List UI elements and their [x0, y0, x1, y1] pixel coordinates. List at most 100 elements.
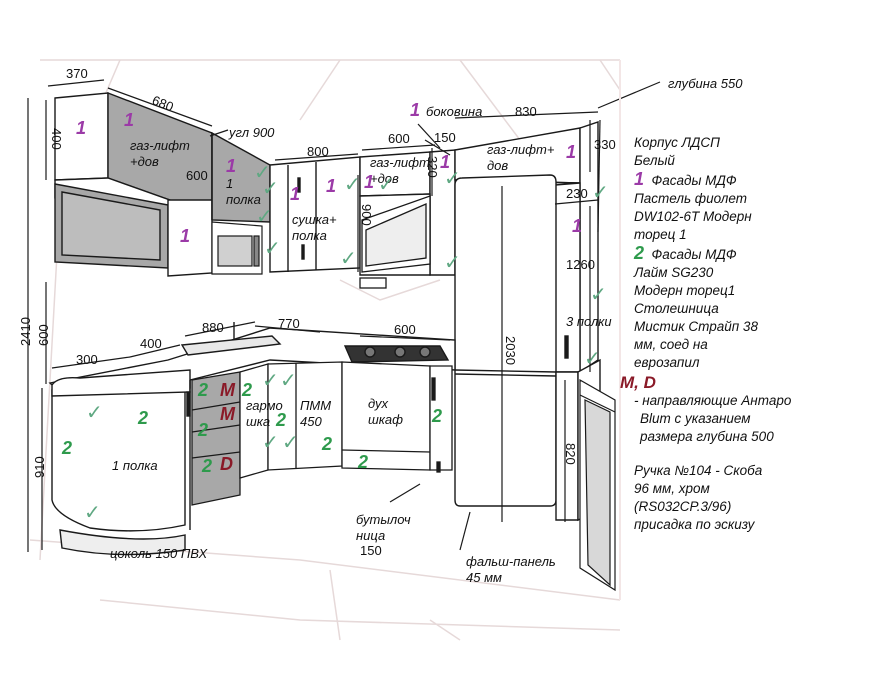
- legend-facade2-num: 2: [634, 243, 645, 263]
- label-corner: угл 900: [229, 125, 275, 140]
- legend-md-line: размера глубина 500: [640, 429, 774, 444]
- check-icon: ✓: [264, 236, 281, 260]
- mark-2: 2: [62, 438, 73, 458]
- mark-1: 1: [572, 216, 583, 236]
- dim-600-hob: 600: [394, 322, 416, 337]
- check-icon: ✓: [592, 180, 609, 204]
- legend-handle-line: присадка по эскизу: [634, 517, 755, 532]
- mark-2: 2: [322, 434, 333, 454]
- wall-right: [579, 378, 616, 592]
- dim-770: 770: [278, 316, 300, 331]
- dim-400-base: 400: [140, 336, 162, 351]
- dim-230: 230: [566, 186, 588, 201]
- check-icon: ✓: [444, 166, 461, 190]
- mark-2: 2: [432, 406, 443, 426]
- legend-facade1-line: DW102-6T Модерн: [634, 209, 752, 224]
- dim-150-bottle: 150: [360, 543, 382, 558]
- mark-2: 2: [276, 410, 287, 430]
- legend-facade1-num: 1: [634, 169, 645, 189]
- drawer-column: [191, 363, 269, 506]
- label-dryer: сушка+ полка: [292, 212, 337, 244]
- mark-m: M: [220, 404, 235, 424]
- dim-2030: 2030: [503, 336, 518, 365]
- legend-handle: Ручка №104 - Скоба 96 мм, хром (RS032CP.…: [634, 462, 874, 534]
- dim-400-top: 400: [49, 128, 64, 150]
- legend-counter-line: еврозапил: [634, 355, 700, 370]
- mark-2: 2: [198, 420, 209, 440]
- mark-1: 1: [566, 142, 577, 162]
- legend-body-line: Корпус ЛДСП: [634, 135, 720, 150]
- legend-handle-line: 96 мм, хром: [634, 481, 710, 496]
- base-center-cabinets: [267, 361, 453, 473]
- legend-facade1-title: 1 Фасады МДФ: [634, 170, 874, 190]
- legend-facade2-line: Фасады МДФ: [651, 247, 737, 262]
- fridge: [454, 174, 569, 507]
- dim-1260: 1260: [566, 257, 595, 272]
- range-hood: [359, 195, 431, 289]
- mark-1: 1: [364, 172, 375, 192]
- check-icon: ✓: [280, 368, 297, 392]
- label-plinth: цоколь 150 ПВХ: [110, 546, 208, 561]
- microwave: [211, 221, 263, 275]
- mark-2: 2: [358, 452, 369, 472]
- dim-600-mid: 600: [388, 131, 410, 146]
- legend-handle-line: Ручка №104 - Скоба: [634, 463, 763, 478]
- legend-handle-line: (RS032CP.3/96): [634, 499, 732, 514]
- dim-900: 900: [359, 204, 374, 226]
- label-side-panel: боковина: [426, 104, 483, 119]
- legend-md-title: M, D: [620, 373, 656, 392]
- dim-800: 800: [307, 144, 329, 159]
- dim-2410: 2410: [18, 317, 33, 346]
- mark-1: 1: [124, 110, 135, 130]
- dim-330: 330: [594, 137, 616, 152]
- label-oven: дух шкаф: [368, 396, 404, 428]
- mark-d: D: [220, 454, 233, 474]
- check-icon: ✓: [378, 172, 395, 196]
- check-icon: ✓: [86, 400, 103, 424]
- mark-1: 1: [290, 184, 301, 204]
- check-icon: ✓: [262, 430, 279, 454]
- check-icon: ✓: [262, 176, 279, 200]
- label-one-shelf-base: 1 полка: [112, 458, 158, 473]
- base-left-cabinet: [51, 369, 191, 556]
- legend-facade1-line: торец 1: [634, 227, 687, 242]
- check-icon: ✓: [340, 246, 357, 270]
- check-icon: ✓: [256, 204, 273, 228]
- label-dishwasher: ПММ 450: [300, 398, 332, 430]
- legend-md: M, D - направляющие Антаро Blum с указан…: [620, 374, 870, 446]
- legend-facade2-title: 2 Фасады МДФ: [634, 244, 874, 264]
- label-harmonica: гармо шка: [246, 398, 283, 430]
- mark-2: 2: [242, 380, 253, 400]
- label-three-shelves: 3 полки: [566, 314, 612, 329]
- dim-910: 910: [32, 456, 47, 478]
- mark-2: 2: [202, 456, 213, 476]
- check-icon: ✓: [590, 282, 607, 306]
- check-icon: ✓: [254, 160, 271, 184]
- dim-370: 370: [66, 66, 88, 81]
- check-icon: ✓: [282, 430, 299, 454]
- legend-counter-line: Столешница: [634, 301, 719, 316]
- label-gaslift-left: газ-лифт +дов: [130, 138, 190, 170]
- dim-820: 820: [563, 443, 578, 465]
- check-icon: ✓: [444, 250, 461, 274]
- mark-1: 1: [76, 118, 87, 138]
- legend-body-line: Белый: [634, 153, 675, 168]
- dim-300: 300: [76, 352, 98, 367]
- mark-2: 2: [198, 380, 209, 400]
- dim-600-upper: 600: [186, 168, 208, 183]
- check-icon: ✓: [262, 368, 279, 392]
- mark-1: 1: [410, 100, 421, 120]
- mark-1: 1: [440, 152, 451, 172]
- dim-600-left: 600: [36, 324, 51, 346]
- mark-1: 1: [180, 226, 191, 246]
- mark-1: 1: [226, 156, 237, 176]
- legend-facade2-line: Модерн торец1: [634, 283, 736, 298]
- legend-md-line: - направляющие Антаро: [634, 393, 792, 408]
- legend-counter-line: Мистик Страйп 38: [634, 319, 758, 334]
- check-icon: ✓: [84, 500, 101, 524]
- label-depth: глубина 550: [668, 76, 743, 91]
- mark-1: 1: [326, 176, 337, 196]
- upper-left-cabinets: [54, 91, 271, 277]
- label-one-shelf-upper: 1 полка: [226, 176, 261, 208]
- check-icon: ✓: [344, 172, 361, 196]
